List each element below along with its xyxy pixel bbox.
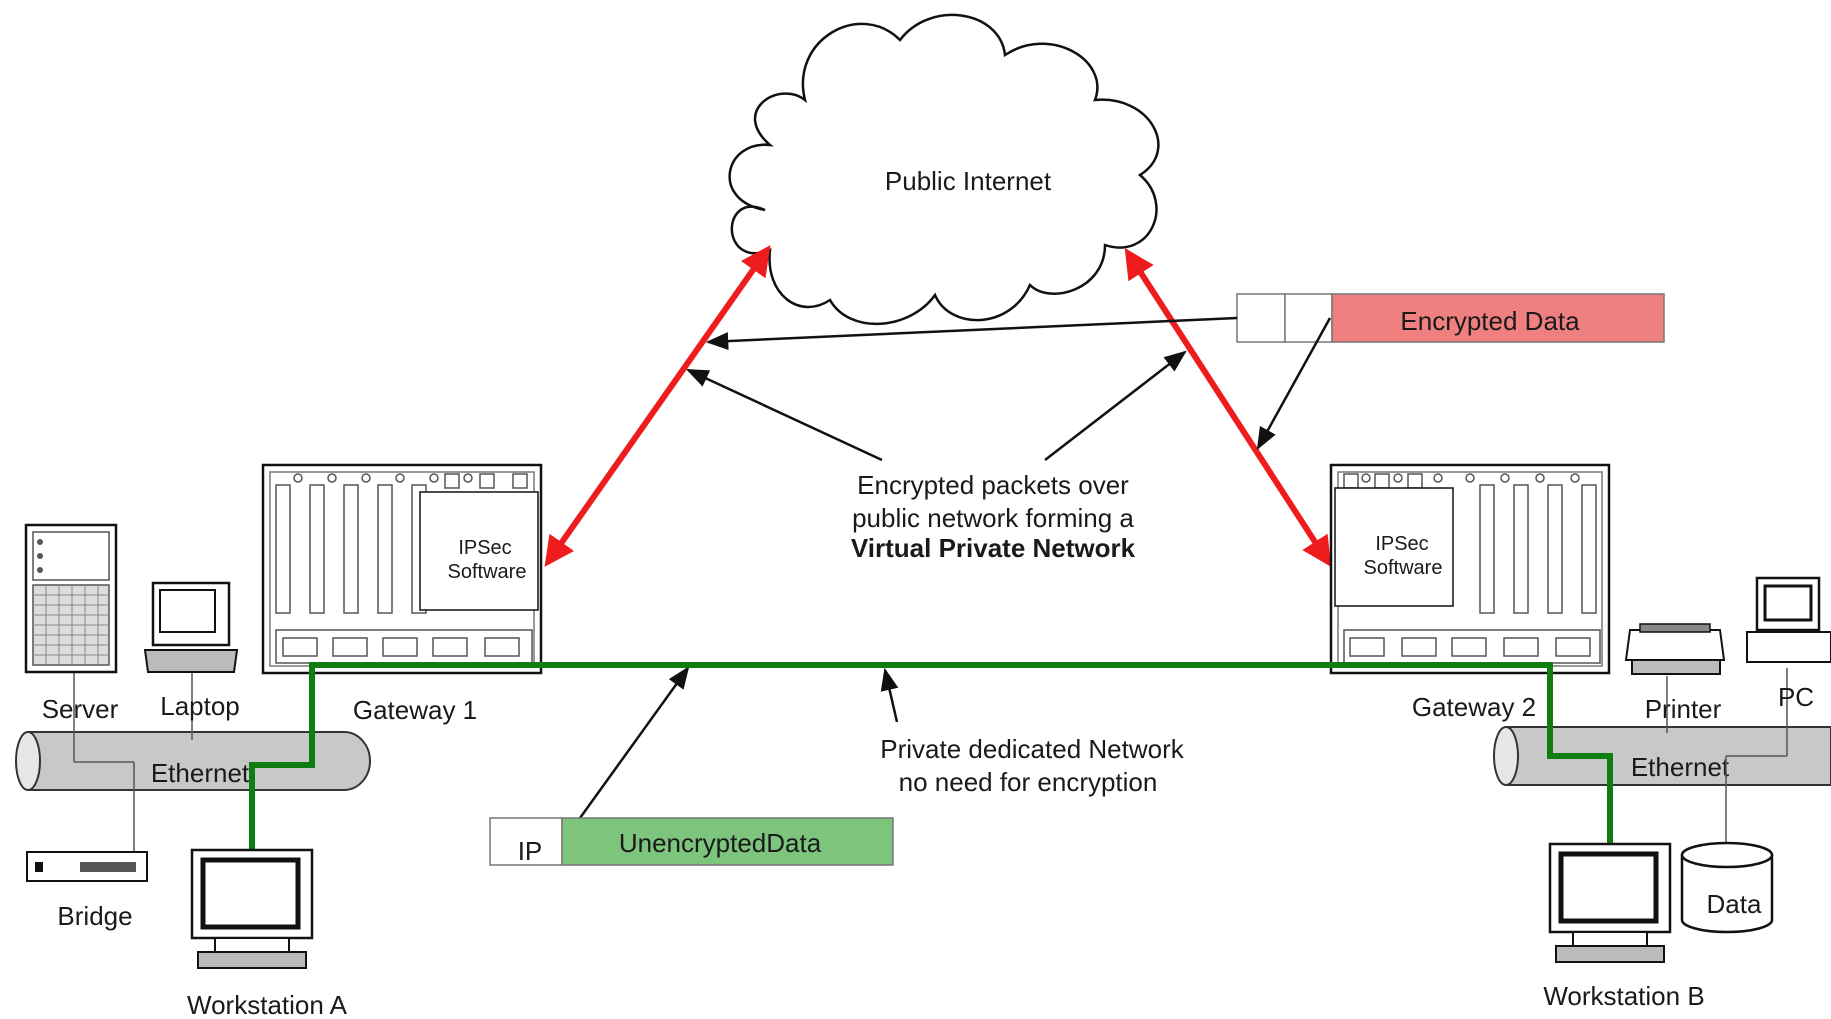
vpn-note-line3: Virtual Private Network [851, 533, 1136, 563]
laptop-icon [143, 581, 239, 673]
cloud-label: Public Internet [885, 166, 1052, 196]
vpn-note-line1: Encrypted packets over [857, 470, 1129, 500]
private-note-line2: no need for encryption [899, 767, 1158, 797]
encrypted-data-label: Encrypted Data [1400, 306, 1580, 336]
workstation-b-icon [1548, 842, 1672, 963]
gateway2-label: Gateway 2 [1412, 692, 1536, 722]
left-ethernet-label: Ethernet [151, 758, 250, 788]
vpn-note-line2: public network forming a [852, 503, 1134, 533]
gateway1-software-line2: Software [448, 561, 527, 583]
unencrypted-data-label: UnencryptedData [619, 828, 822, 858]
pointer-arrow [705, 316, 1238, 351]
vpn-link-right [1124, 247, 1332, 568]
server-label: Server [42, 694, 119, 724]
pointer-arrow [1044, 350, 1187, 461]
printer-icon [1624, 623, 1726, 675]
bridge-label: Bridge [57, 901, 132, 931]
right-ethernet-pipe: Ethernet [1493, 726, 1831, 786]
server-icon [24, 523, 118, 674]
left-ethernet-pipe: Ethernet [15, 731, 371, 791]
pointer-arrow [1256, 317, 1332, 450]
lan-connections [73, 668, 1788, 852]
gateway-1: IPSec Software Gateway 1 [261, 463, 543, 725]
private-network-link [249, 662, 1613, 850]
printer-label: Printer [1645, 694, 1722, 724]
workstation-a-icon [190, 848, 314, 969]
gateway-2: IPSec Software Gateway 2 [1329, 463, 1611, 722]
right-ethernet-label: Ethernet [1631, 752, 1730, 782]
public-internet-cloud: Public Internet [728, 13, 1160, 325]
bridge-icon [26, 851, 148, 882]
gateway2-software-line2: Software [1364, 557, 1443, 579]
pc-icon [1746, 576, 1831, 663]
data-storage-icon: Data [1680, 841, 1774, 934]
laptop-label: Laptop [160, 691, 240, 721]
unencrypted-packet: IP UnencryptedData [489, 817, 894, 866]
pc-label: PC [1778, 682, 1814, 712]
workstation-a-label: Workstation A [187, 990, 348, 1019]
gateway1-software-line1: IPSec [458, 537, 511, 559]
pointer-arrow [560, 666, 690, 844]
vpn-link-left [544, 245, 771, 567]
workstation-b-label: Workstation B [1543, 981, 1704, 1011]
gateway1-label: Gateway 1 [353, 695, 477, 725]
data-label: Data [1707, 889, 1762, 919]
pointer-arrow [685, 368, 883, 462]
pointer-arrow [880, 667, 899, 723]
private-note-line1: Private dedicated Network [880, 734, 1184, 764]
gateway2-software-line1: IPSec [1375, 533, 1428, 555]
encrypted-packet: Encrypted Data [1236, 293, 1665, 343]
ip-label: IP [518, 836, 543, 866]
